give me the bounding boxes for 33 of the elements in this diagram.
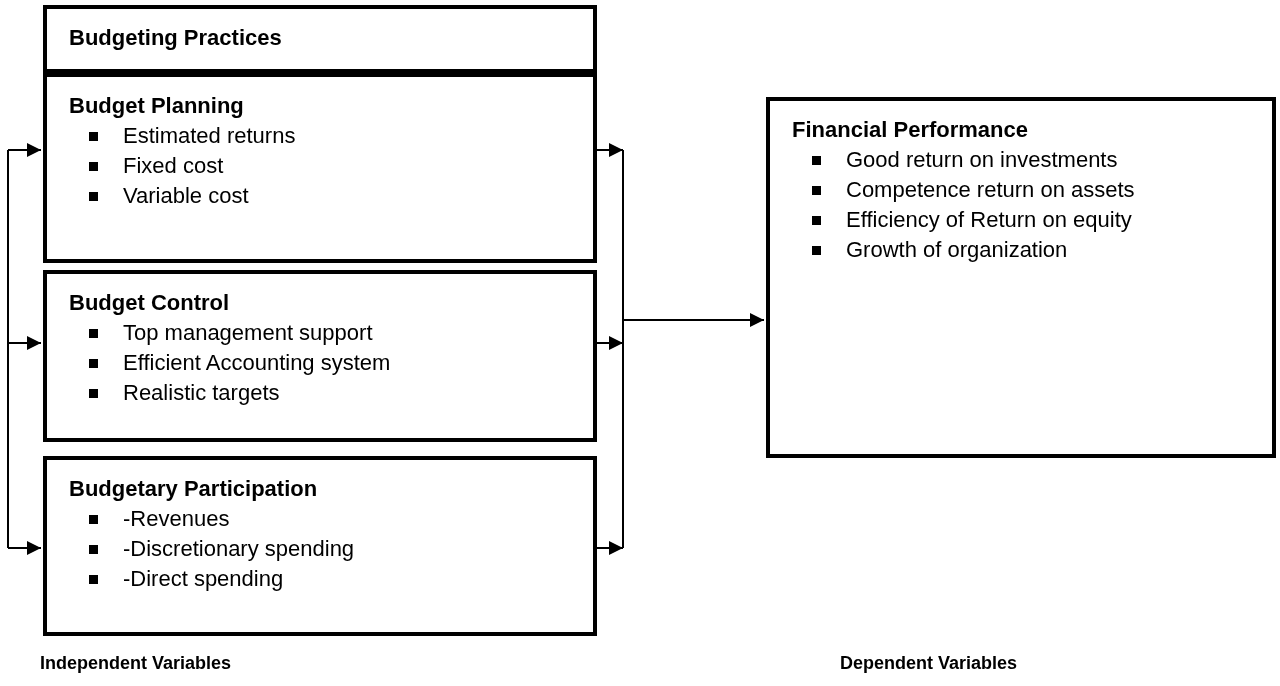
bullet-text: -Direct spending xyxy=(123,565,284,593)
variable-box xyxy=(43,456,597,636)
bullet-text: Growth of organization xyxy=(846,236,1068,264)
bullet-text: Good return on investments xyxy=(846,146,1118,174)
bullet-text: Top management support xyxy=(123,319,373,347)
bullet-text: Competence return on assets xyxy=(846,176,1135,204)
arrow xyxy=(7,143,42,157)
variable-box xyxy=(43,73,597,263)
box-heading: Financial Performance xyxy=(792,116,1029,144)
axis-caption: Independent Variables xyxy=(40,652,232,675)
arrow xyxy=(7,541,42,555)
box-heading: Budgeting Practices xyxy=(69,24,283,52)
connector-line xyxy=(7,149,9,549)
arrow xyxy=(596,336,624,350)
bullet-text: -Discretionary spending xyxy=(123,535,355,563)
box-heading: Budget Planning xyxy=(69,92,245,120)
variable-box xyxy=(766,97,1276,458)
bullet-text: Efficient Accounting system xyxy=(123,349,391,377)
box-heading: Budgetary Participation xyxy=(69,475,319,503)
bullet-text: Fixed cost xyxy=(123,152,224,180)
bullet-text: -Revenues xyxy=(123,505,230,533)
box-heading: Budget Control xyxy=(69,289,231,317)
axis-caption: Dependent Variables xyxy=(840,652,1018,675)
arrow xyxy=(7,336,42,350)
bullet-text: Realistic targets xyxy=(123,379,280,407)
header-box xyxy=(43,5,597,73)
bullet-text: Variable cost xyxy=(123,182,249,210)
arrow xyxy=(596,541,624,555)
bullet-text: Efficiency of Return on equity xyxy=(846,206,1132,234)
arrow xyxy=(596,143,624,157)
bullet-text: Estimated returns xyxy=(123,122,296,150)
arrow xyxy=(622,149,765,549)
variable-box xyxy=(43,270,597,442)
